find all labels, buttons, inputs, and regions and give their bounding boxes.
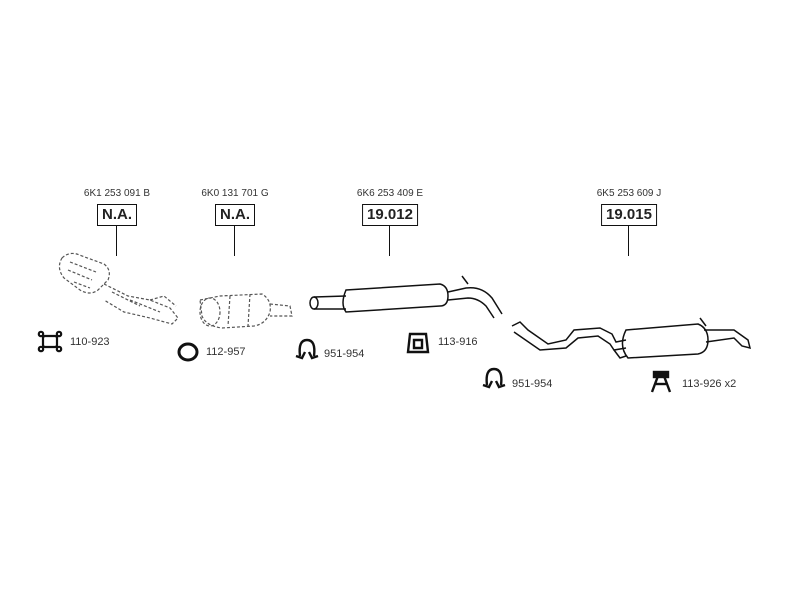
leader-line xyxy=(116,226,118,256)
oem-number: 6K5 253 609 J xyxy=(596,188,662,199)
catalytic-converter-part xyxy=(199,293,293,329)
exhaust-manifold-part xyxy=(58,252,179,325)
accessory-label[interactable]: 113-926 x2 xyxy=(682,378,737,390)
oem-number: 6K0 131 701 G xyxy=(201,188,269,199)
clamp-icon xyxy=(482,367,506,389)
clamp-icon xyxy=(295,338,319,360)
accessory-label[interactable]: 112-957 xyxy=(206,346,246,358)
accessory-label[interactable]: 951-954 xyxy=(512,378,553,390)
leader-line xyxy=(389,226,391,256)
gasket-icon xyxy=(37,330,63,353)
accessory-label[interactable]: 113-916 xyxy=(438,336,478,348)
part-code-box[interactable]: 19.012 xyxy=(362,204,418,226)
accessory-label[interactable]: 951-954 xyxy=(324,348,365,360)
leader-line xyxy=(628,226,630,256)
rubber-mount-icon xyxy=(650,370,672,393)
rear-silencer-part xyxy=(511,317,752,359)
leader-line xyxy=(234,226,236,256)
accessory-label[interactable]: 110-923 xyxy=(70,336,110,348)
part-code-box[interactable]: 19.015 xyxy=(601,204,657,226)
ring-icon xyxy=(177,342,199,362)
oem-number: 6K6 253 409 E xyxy=(356,188,424,199)
centre-silencer-part xyxy=(309,275,503,319)
oem-number: 6K1 253 091 B xyxy=(83,188,151,199)
part-code-box[interactable]: N.A. xyxy=(215,204,255,226)
hanger-icon xyxy=(406,332,430,354)
part-code-box[interactable]: N.A. xyxy=(97,204,137,226)
